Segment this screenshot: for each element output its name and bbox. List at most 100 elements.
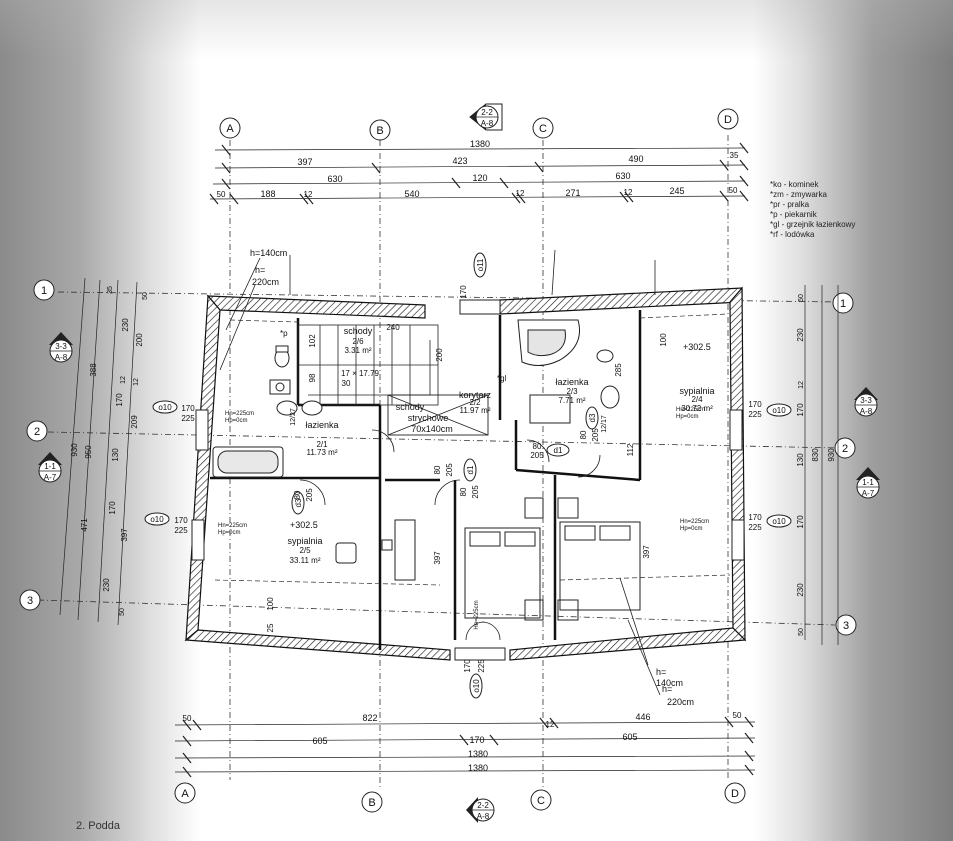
- legend-item: *ko - kominek: [770, 180, 819, 189]
- svg-text:d3: d3: [294, 498, 303, 507]
- svg-text:d3: d3: [588, 413, 597, 422]
- dim-top-row3-5: 271: [565, 188, 580, 198]
- svg-text:schody: schody: [396, 402, 425, 412]
- height-label-4: h=: [662, 684, 672, 694]
- svg-text:2-2: 2-2: [481, 108, 493, 117]
- svg-text:Hp=0cm: Hp=0cm: [680, 526, 703, 532]
- dim-right-inner-7: 50: [798, 628, 805, 636]
- svg-text:A: A: [181, 788, 189, 800]
- height-label-3: h=: [656, 667, 666, 677]
- svg-text:o10: o10: [472, 679, 481, 693]
- svg-text:o10: o10: [772, 517, 786, 526]
- bed-right-room: [559, 521, 641, 611]
- height-label-3b: 140cm: [656, 678, 683, 688]
- svg-text:d1: d1: [466, 465, 475, 474]
- dim-top-total: 1380: [470, 139, 490, 149]
- svg-text:33.11 m²: 33.11 m²: [290, 556, 321, 565]
- interior-dim-9: 285: [614, 363, 623, 377]
- svg-text:70x140cm: 70x140cm: [411, 424, 453, 434]
- height-label-2b: 220cm: [252, 277, 279, 287]
- dim-top-row1-2: 490: [628, 154, 643, 164]
- svg-text:B: B: [376, 125, 383, 137]
- dim-left-inner-0: 35: [107, 286, 114, 294]
- svg-text:3: 3: [27, 595, 33, 607]
- dim-bottom-row1-4: 50: [733, 711, 742, 720]
- legend-item: *pr - pralka: [770, 200, 810, 209]
- svg-text:Hn=225cm: Hn=225cm: [676, 407, 705, 413]
- svg-text:2: 2: [842, 443, 848, 455]
- svg-text:3: 3: [843, 620, 849, 632]
- room-label-korytarz: korytarz 2/2 11.97 m²: [459, 390, 492, 415]
- dim-top-row3-2: 12: [304, 190, 313, 199]
- interior-dim-3: 200: [435, 348, 444, 362]
- svg-text:schody: schody: [344, 326, 373, 336]
- dim-top-row3-4: 12: [516, 189, 525, 198]
- dim-top-row3-3: 540: [404, 189, 419, 199]
- svg-text:2/1: 2/1: [316, 440, 328, 449]
- height-label-2: h=: [255, 265, 265, 275]
- dim-right-inner-3: 170: [796, 403, 805, 417]
- dim-top-row2-0: 630: [327, 174, 342, 184]
- legend-item: *gl - grzejnik łazienkowy: [770, 220, 856, 229]
- dim-left-inner-4: 12: [120, 376, 127, 384]
- height-leaders: [219, 249, 661, 696]
- legend-item: *zm - zmywarka: [770, 190, 827, 199]
- stair-flight: [297, 324, 439, 406]
- axis-bubble-B-bottom: B: [361, 791, 383, 813]
- axis-bubble-A-top: A: [219, 117, 241, 139]
- svg-text:225: 225: [748, 523, 762, 532]
- legend-item: *rf - lodówka: [770, 230, 815, 239]
- svg-text:1: 1: [41, 285, 47, 297]
- room-label-lazienka-2: łazienka 2/3 7.71 m²: [555, 377, 588, 405]
- dim-bottom-row1-0: 50: [183, 714, 192, 723]
- dim-top-row2-2: 630: [615, 171, 630, 181]
- dim-left-inner-3: 200: [135, 333, 144, 347]
- svg-text:2/3: 2/3: [566, 387, 578, 396]
- attic-stairs-hatch: [387, 394, 489, 436]
- svg-text:2/4: 2/4: [691, 395, 703, 404]
- dim-bottom-total-a: 1380: [468, 749, 488, 759]
- dim-bottom-row1-3: 446: [635, 712, 650, 722]
- svg-text:205: 205: [471, 485, 480, 499]
- axis-bubble-A-bottom: A: [174, 782, 196, 804]
- dim-right-inner-4: 130: [796, 453, 805, 467]
- svg-text:1-1: 1-1: [44, 462, 56, 471]
- svg-text:80: 80: [433, 465, 442, 474]
- axis-bubble-2-right: 2: [834, 437, 856, 459]
- dim-bottom-row2-2: 605: [622, 732, 637, 742]
- dim-right-mid: 830: [811, 448, 820, 462]
- svg-text:A-8: A-8: [477, 812, 490, 821]
- svg-text:D: D: [731, 788, 739, 800]
- dim-left-inner-9: 170: [108, 501, 117, 515]
- interior-dim-8: 100: [659, 333, 668, 347]
- dim-left-inner-12: 50: [119, 608, 126, 616]
- dimension-chains-top: [209, 142, 749, 205]
- dim-right-inner-6: 230: [796, 583, 805, 597]
- axis-bubble-D-bottom: D: [724, 782, 746, 804]
- interior-dim-12: 12/17: [601, 415, 608, 433]
- sanitary-fixtures: [269, 345, 620, 424]
- svg-text:Hn=225cm: Hn=225cm: [680, 519, 709, 525]
- bed-left-room: [464, 527, 541, 619]
- svg-text:80: 80: [459, 487, 468, 496]
- svg-text:7.71 m²: 7.71 m²: [558, 396, 585, 405]
- svg-text:A-7: A-7: [862, 489, 875, 498]
- svg-text:o10: o10: [772, 406, 786, 415]
- dim-left-inner-1: 50: [142, 292, 149, 300]
- svg-text:225: 225: [174, 526, 188, 535]
- interior-dim-5: 397: [642, 545, 651, 559]
- svg-text:Hp=0cm: Hp=0cm: [676, 414, 699, 420]
- svg-text:Hn=225cm: Hn=225cm: [474, 600, 480, 629]
- abbreviation-legend: *ko - kominek *zm - zmywarka *pr - pralk…: [770, 180, 870, 240]
- dim-left-mid-1: 950: [84, 445, 93, 459]
- svg-text:205: 205: [305, 488, 314, 502]
- dim-right-inner-0: 50: [798, 294, 805, 302]
- axis-bubble-3-left: 3: [19, 589, 41, 611]
- svg-text:B: B: [368, 797, 375, 809]
- svg-text:D: D: [724, 114, 732, 126]
- dim-top-row3-7: 245: [669, 186, 684, 196]
- scan-shadow-top: [0, 0, 953, 60]
